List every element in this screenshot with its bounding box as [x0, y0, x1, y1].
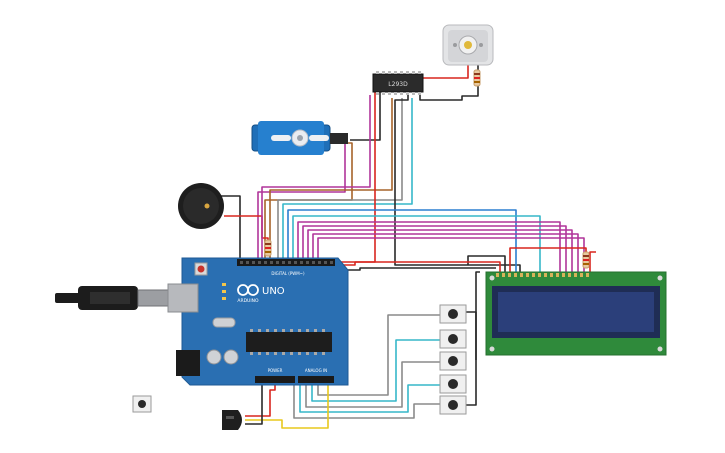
- wire-lcd-vcc: [509, 247, 587, 272]
- temperature-sensor[interactable]: [222, 410, 242, 430]
- power-header-label: POWER: [268, 368, 283, 373]
- lcd-contrast-resistor: [582, 251, 590, 269]
- wire-btn2: [311, 339, 440, 402]
- wire-lcd-k: [589, 251, 596, 272]
- push-button-3[interactable]: [439, 351, 467, 371]
- wire-driver-3: [277, 98, 403, 258]
- piezo-buzzer[interactable]: [178, 183, 224, 229]
- arduino-uno-logo-text: UNO: [262, 286, 285, 297]
- wire-lcd-d7: [317, 237, 585, 272]
- push-button-5[interactable]: [439, 395, 467, 415]
- servo-motor[interactable]: [251, 121, 348, 155]
- analog-header-label: ANALOG IN: [305, 368, 327, 373]
- wire-driver-gnd: [394, 92, 521, 272]
- wire-gnd-rail: [332, 267, 496, 385]
- wire-lcd-d4: [302, 225, 567, 272]
- wire-driver-4: [282, 98, 413, 258]
- wire-btn3: [305, 361, 440, 408]
- wire-5v-rail: [324, 261, 501, 385]
- push-button-standalone[interactable]: [132, 395, 152, 413]
- wire-motor-a: [422, 62, 469, 79]
- wire-btn1: [317, 314, 440, 396]
- usb-cable: [55, 286, 171, 310]
- wire-lcd-d2: [292, 215, 541, 272]
- arduino-logo: [237, 284, 259, 296]
- wire-lcd-gnd: [467, 255, 506, 272]
- push-button-1[interactable]: [439, 304, 467, 324]
- wire-lcd-d3: [297, 221, 561, 272]
- arduino-uno-board[interactable]: DIGITAL (PWM~) UNO ARDUINO: [167, 257, 349, 386]
- wire-driver-1: [261, 95, 371, 258]
- buzzer-resistor: [264, 239, 272, 257]
- arduino-brand-text: ARDUINO: [237, 298, 259, 304]
- wire-btn-common: [466, 311, 477, 406]
- push-button-4[interactable]: [439, 374, 467, 394]
- driver-chip-label: L293D: [388, 81, 408, 88]
- dc-motor[interactable]: [442, 24, 494, 66]
- wire-motor-b: [419, 62, 479, 101]
- wire-lcd-d6: [312, 233, 579, 272]
- motor-resistor: [473, 69, 481, 87]
- digital-header-label: DIGITAL (PWM~): [271, 271, 305, 276]
- lcd-16x2-display[interactable]: [485, 271, 667, 356]
- wire-servo-gnd: [350, 90, 381, 141]
- wire-lcd-d5: [307, 229, 573, 272]
- wire-temp-gnd: [245, 385, 263, 425]
- motor-driver-chip[interactable]: L293D: [372, 71, 424, 95]
- wire-driver-2: [269, 98, 393, 258]
- wire-temp-vcc: [245, 385, 276, 417]
- wire-temp-out: [245, 385, 329, 429]
- wire-btn5: [293, 385, 440, 419]
- wire-lcd-d1: [287, 209, 517, 272]
- wire-servo-signal: [257, 138, 346, 258]
- wire-btn4: [299, 384, 440, 413]
- wire-btn-common-2: [475, 271, 480, 360]
- push-button-2[interactable]: [439, 329, 467, 349]
